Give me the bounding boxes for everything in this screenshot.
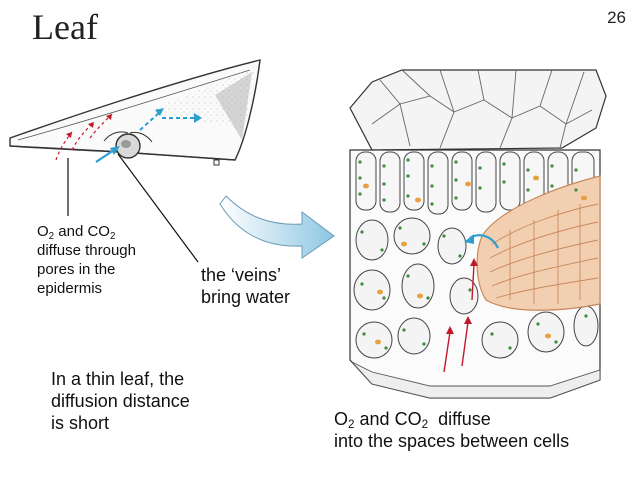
slide-number: 26 xyxy=(607,8,626,27)
leaf-tissue-block xyxy=(349,69,607,399)
pores-label-line3: pores in the xyxy=(37,261,116,278)
pores-label-sub2: 2 xyxy=(109,231,116,242)
veins-label-line1: the ‘veins’ xyxy=(201,265,282,285)
leaf-cross-section xyxy=(9,59,261,166)
spaces-label-o: O xyxy=(334,409,349,429)
veins-pointer-line xyxy=(117,153,199,263)
slide-title: Leaf xyxy=(32,7,98,47)
vein-bundle xyxy=(476,175,601,311)
spaces-label-co: and CO xyxy=(354,409,422,429)
spaces-label: O2 and CO2 diffuse into the spaces betwe… xyxy=(334,408,569,452)
thin-leaf-line1: In a thin leaf, the xyxy=(51,369,185,389)
thin-leaf-line3: is short xyxy=(51,413,110,433)
pores-label-sub1: 2 xyxy=(48,231,55,242)
spaces-label-line2: into the spaces between cells xyxy=(334,431,570,451)
thin-leaf-line2: diffusion distance xyxy=(51,391,190,411)
pores-label: O2 and CO2 diffuse through pores in the … xyxy=(37,222,136,298)
pores-label-line2: diffuse through xyxy=(37,242,136,259)
spaces-label-sub1: 2 xyxy=(348,418,355,431)
spaces-label-sub2: 2 xyxy=(421,418,429,431)
pores-label-line4: epidermis xyxy=(37,280,103,297)
zoom-arrow xyxy=(219,195,335,259)
thin-leaf-label: In a thin leaf, the diffusion distance i… xyxy=(51,368,190,434)
veins-label-line2: bring water xyxy=(201,287,291,307)
pores-label-co: and CO xyxy=(54,223,110,240)
spaces-label-diffuse: diffuse xyxy=(428,409,491,429)
veins-label: the ‘veins’ bring water xyxy=(201,264,290,308)
pores-label-o: O xyxy=(37,223,49,240)
